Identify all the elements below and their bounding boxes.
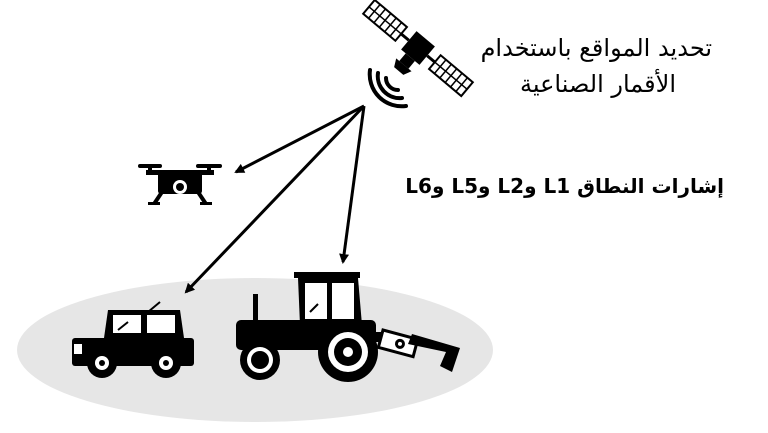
signal-waves-icon [367,68,408,109]
tractor-icon [236,272,460,382]
drone-icon [138,164,222,206]
satellite-icon [361,0,475,98]
car-icon [72,301,194,378]
signal-arrows [184,104,366,294]
signal-bands-label: إشارات النطاق L1 وL2 وL5 وL6 [405,174,724,198]
title-line-1: تحديد المواقع باستخدام [480,34,712,62]
title-line-2: الأقمار الصناعية [519,70,676,98]
